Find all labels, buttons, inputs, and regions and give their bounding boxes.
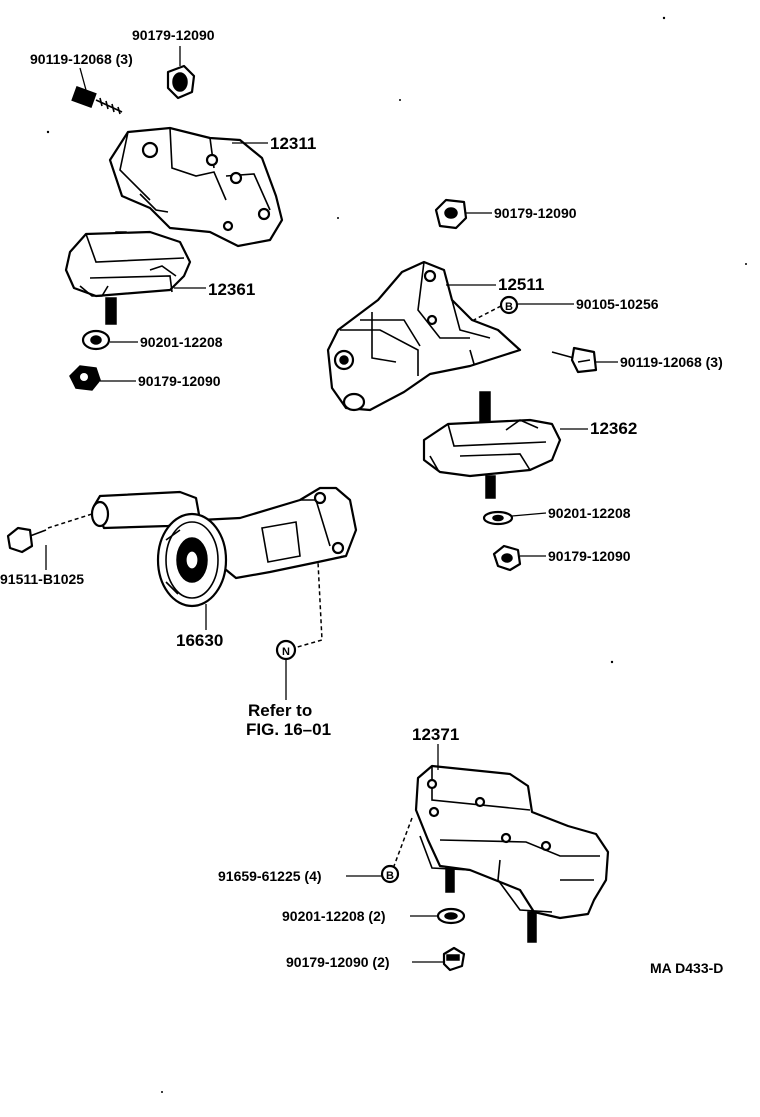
washer-90201-bottom [436, 907, 466, 925]
label-90201-right: 90201-12208 [548, 505, 631, 521]
insulator-12361 [64, 230, 192, 325]
label-90179-right: 90179-12090 [548, 548, 631, 564]
label-91511: 91511-B1025 [0, 571, 84, 587]
bolt-91511 [6, 513, 93, 554]
label-12371: 12371 [412, 725, 459, 744]
label-90179-top: 90179-12090 [132, 27, 215, 43]
diagram-code: MA D433-D [650, 960, 723, 976]
nut-90179-left [69, 365, 101, 391]
nut-90179-top [166, 64, 196, 100]
label-90179-bottom: 90179-12090 (2) [286, 954, 390, 970]
bolt-b-symbol-1: B [505, 301, 513, 313]
bolt-90119-right [551, 346, 598, 374]
bracket-12311 [108, 126, 284, 248]
label-91659: 91659-61225 (4) [218, 868, 322, 884]
nut-90179-bottom [442, 946, 466, 972]
label-90119-top-left: 90119-12068 (3) [30, 51, 133, 67]
insulator-12362 [422, 391, 562, 499]
mount-12371 [393, 764, 610, 943]
refer-note-line2: FIG. 16–01 [246, 720, 331, 739]
label-90119-right: 90119-12068 (3) [620, 354, 723, 370]
bolt-91659-marker: B [380, 864, 400, 884]
refer-n-symbol: N [282, 646, 290, 658]
nut-90179-top-right [434, 198, 468, 230]
label-90201-bottom: 90201-12208 (2) [282, 908, 386, 924]
washer-90201-right [482, 510, 514, 526]
bolt-90119-top-left [71, 86, 123, 115]
label-90179-top-right: 90179-12090 [494, 205, 577, 221]
refer-note-line1: Refer to [248, 701, 312, 720]
leader-lines [45, 46, 618, 963]
label-12361: 12361 [208, 280, 255, 299]
label-12511: 12511 [498, 275, 544, 294]
bolt-b-symbol-2: B [386, 870, 394, 882]
label-12311: 12311 [270, 134, 316, 153]
label-90105: 90105-10256 [576, 296, 659, 312]
label-12362: 12362 [590, 419, 637, 438]
print-specks [46, 16, 747, 1093]
bolt-90105-marker: B [469, 295, 519, 323]
label-90179-left: 90179-12090 [138, 373, 221, 389]
bracket-12511 [326, 260, 522, 412]
idler-pulley-16630 [90, 486, 358, 608]
washer-90201-left [81, 329, 111, 351]
nut-90179-right [492, 544, 522, 572]
label-16630: 16630 [176, 631, 223, 650]
refer-marker: N [275, 555, 345, 700]
label-90201-left: 90201-12208 [140, 334, 223, 350]
